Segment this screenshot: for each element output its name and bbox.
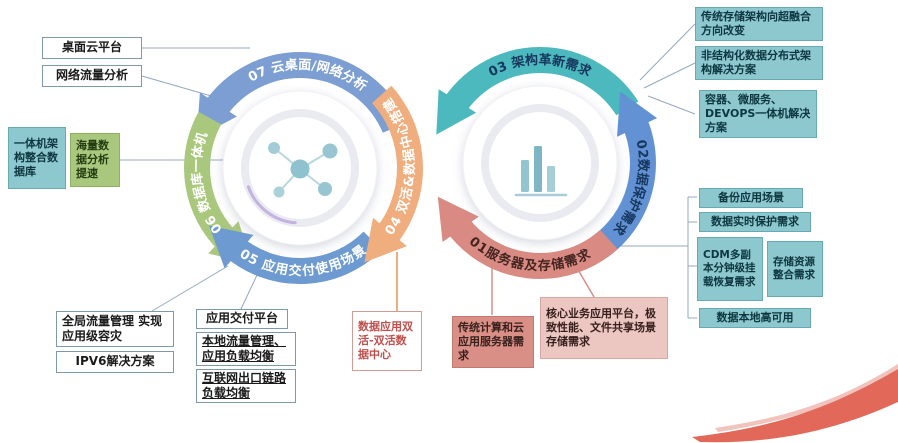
- lavender-accent-arc: [246, 185, 297, 225]
- connector-line: [639, 23, 696, 81]
- box-local-traffic: 本地流量管理、应用负载均衡: [196, 332, 296, 366]
- box-massive-data-analysis: 海量数据分析提速: [70, 133, 120, 187]
- arc-04-ribbon: [364, 85, 423, 263]
- arc-01-ribbon: [437, 196, 618, 279]
- box-active-active-datacenter: 数据应用双活-双活数据中心: [352, 311, 422, 371]
- box-local-high-availability: 数据本地高可用: [699, 308, 811, 328]
- box-realtime-protection: 数据实时保护需求: [699, 212, 811, 232]
- box-core-business-platform: 核心业务应用平台，极致性能、文件共享场景存储需求: [540, 297, 668, 359]
- connector-line: [647, 95, 696, 115]
- box-global-traffic: 全局流量管理 实现应用级容灾: [56, 311, 174, 347]
- box-ipv6: IPV6解决方案: [56, 351, 174, 373]
- box-traditional-compute: 传统计算和云应用服务器需求: [452, 316, 534, 368]
- connector-line: [240, 272, 259, 310]
- left-hub-circle: [222, 90, 378, 246]
- right-hub-circle: [462, 85, 618, 241]
- box-appliance-architecture: 一体机架构整合数据库: [8, 127, 66, 189]
- box-storage-transform: 传统存储架构向超融合方向改变: [695, 7, 823, 41]
- swoosh-decoration: [692, 364, 898, 443]
- box-backup-scenario: 备份应用场景: [699, 188, 803, 208]
- arc-03-ribbon: [436, 47, 639, 135]
- box-container-devops: 容器、微服务、DEVOPS一体机解决方案: [699, 90, 817, 138]
- connector-line: [151, 265, 229, 312]
- box-cdm-recovery: CDM多副本分钟级挂载恢复需求: [697, 237, 763, 301]
- bar-chart-icon: [514, 146, 568, 197]
- connector-lines: [120, 23, 697, 319]
- box-unstructured-distributed: 非结构化数据分布式架构解决方案: [695, 46, 823, 80]
- molecule-icon: [268, 142, 338, 198]
- connector-line: [643, 62, 696, 89]
- box-desktop-cloud: 桌面云平台: [42, 37, 142, 59]
- arc-05-ribbon: [209, 225, 382, 285]
- box-storage-consolidation: 存储资源整合需求: [767, 241, 823, 297]
- box-app-delivery-platform: 应用交付平台: [196, 309, 288, 329]
- box-network-traffic: 网络流量分析: [42, 65, 142, 87]
- arc-02-ribbon: [591, 91, 658, 259]
- box-internet-outlet: 互联网出口链路负载均衡: [196, 369, 296, 403]
